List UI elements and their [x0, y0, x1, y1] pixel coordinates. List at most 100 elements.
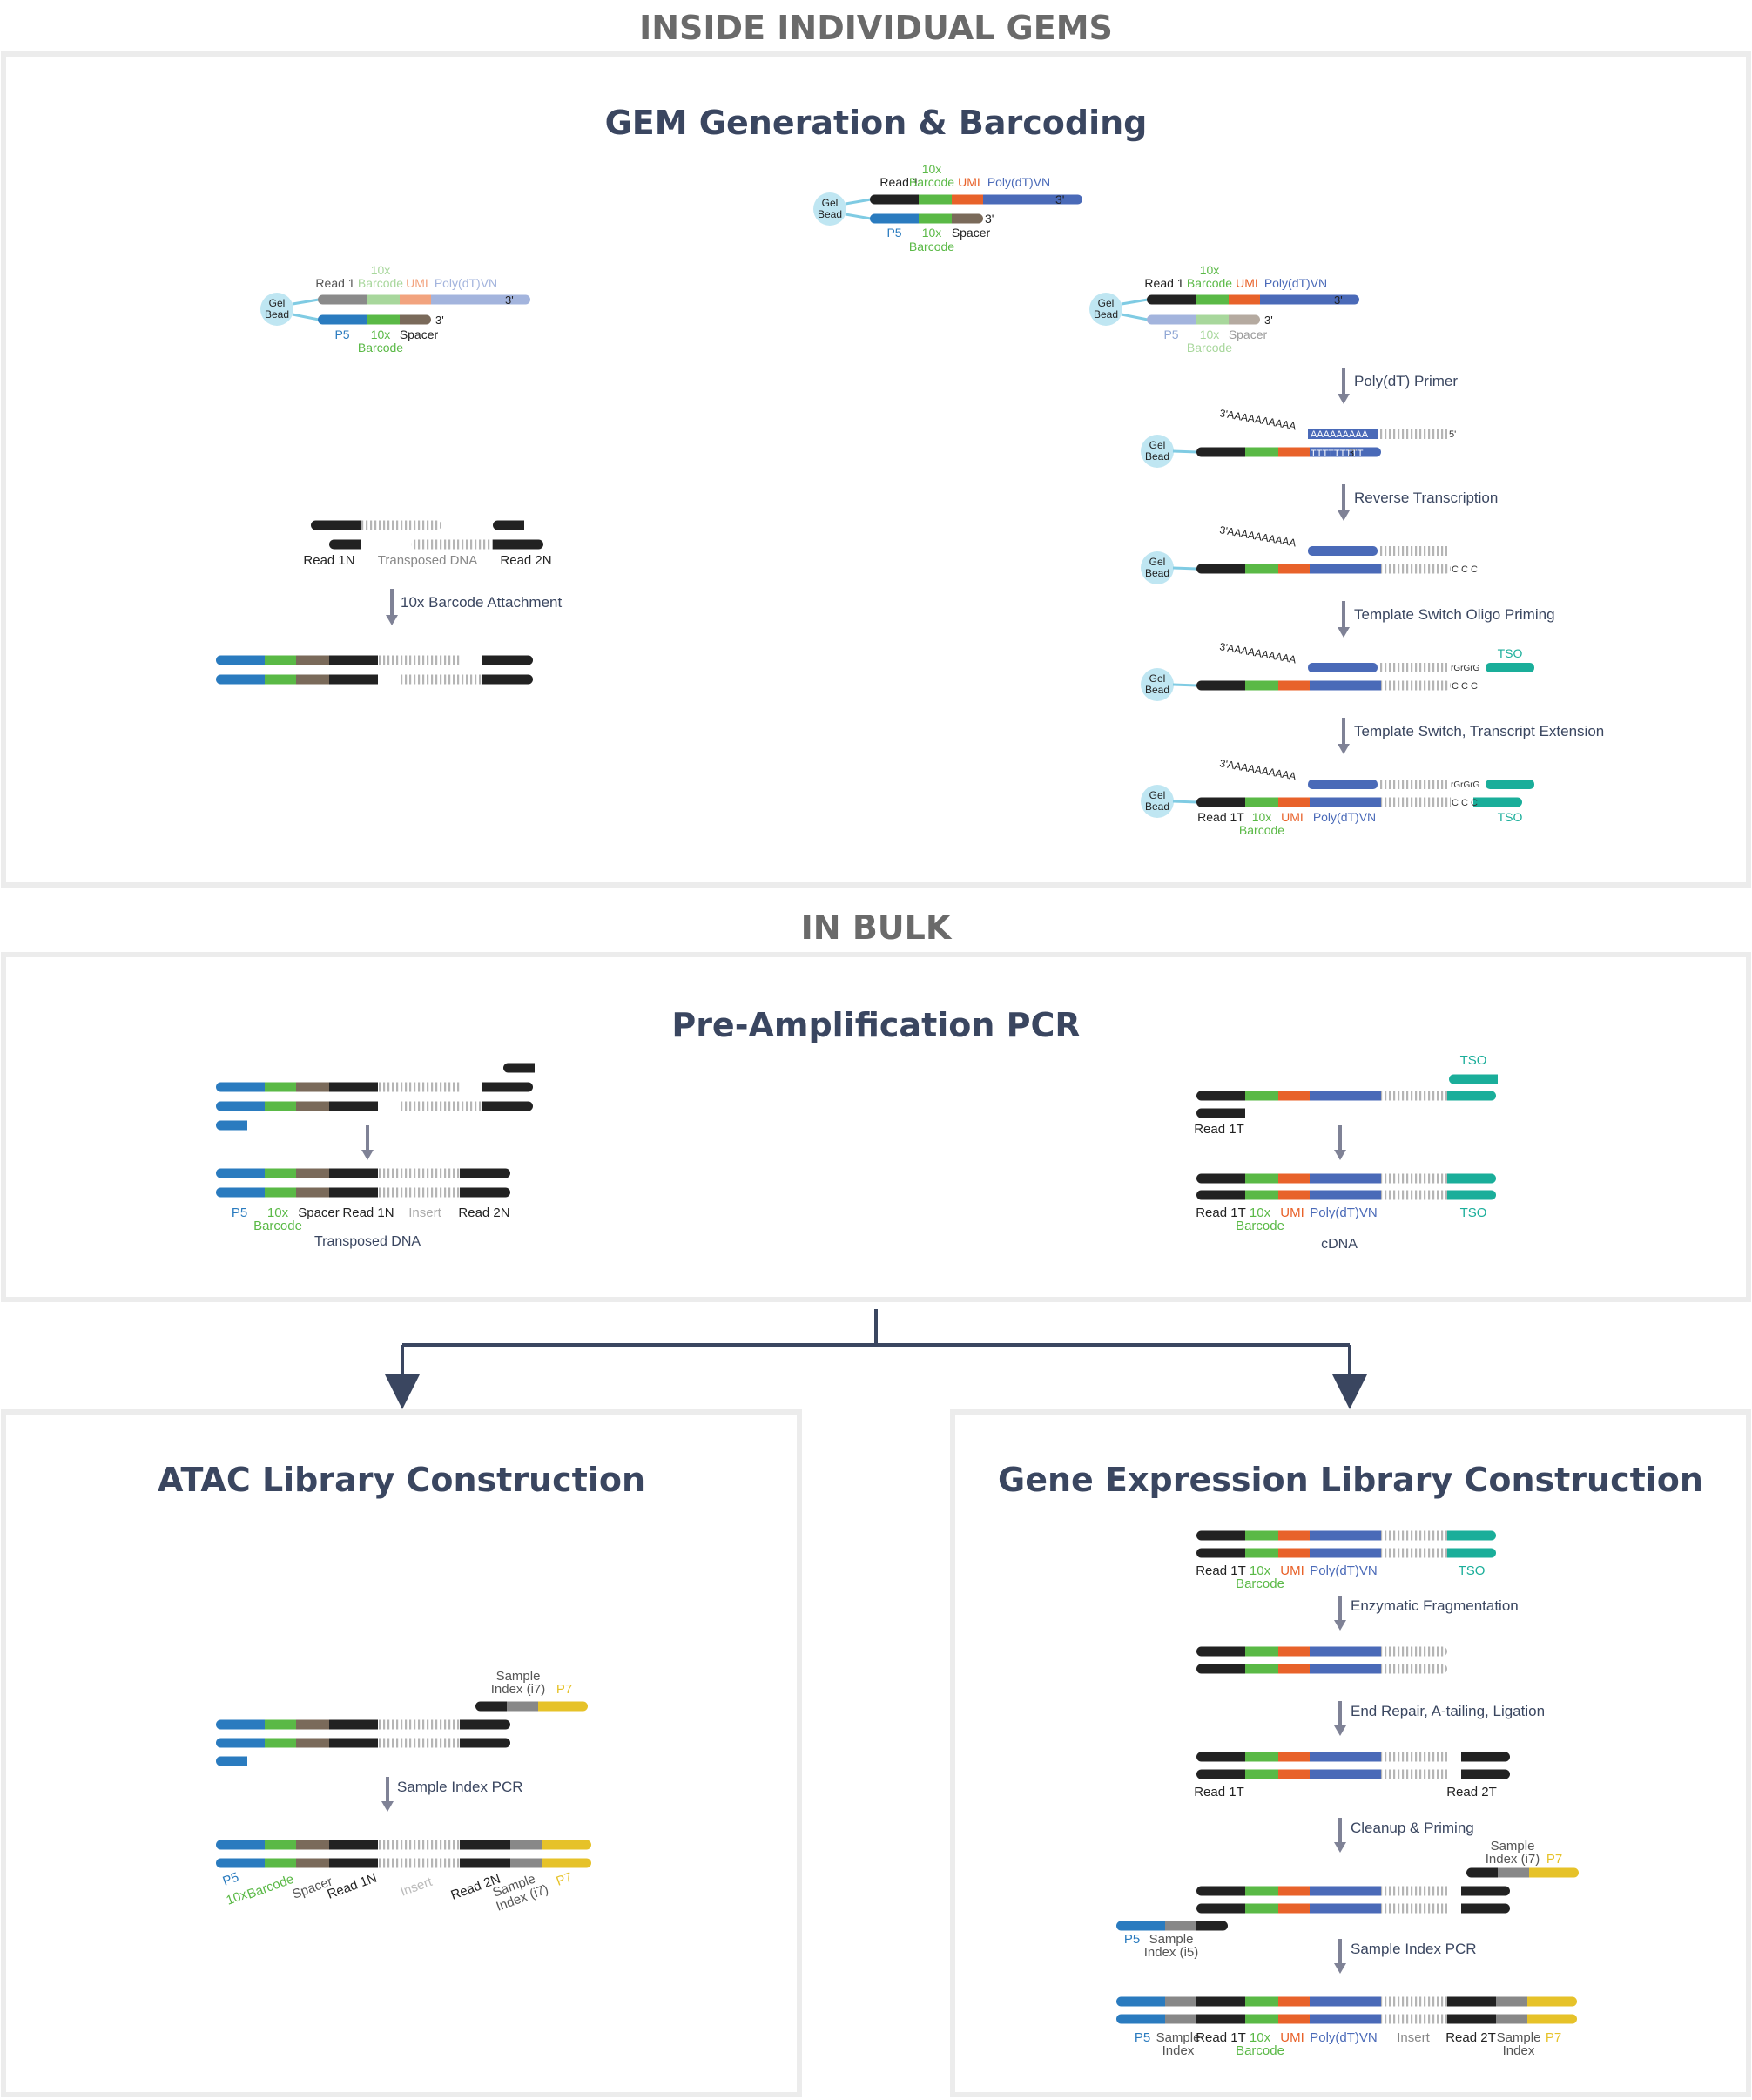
branch-connector [385, 1309, 1367, 1409]
segment-barcode [1245, 1530, 1278, 1541]
label: UMI [1280, 1563, 1304, 1578]
barcoded-fragment [216, 1101, 533, 1111]
segment-read [1201, 1903, 1245, 1914]
label: Index (i7) [491, 1682, 546, 1697]
label: TSO [1460, 1205, 1487, 1220]
segment-hatch [1381, 1664, 1443, 1674]
segment-polydt [1310, 447, 1377, 457]
label: Read 1T [1197, 810, 1244, 824]
segment-hatch [378, 1840, 460, 1850]
segment-read [1201, 1190, 1245, 1200]
atac-library [216, 1858, 591, 1868]
segment-polydt [1310, 1769, 1381, 1779]
seq-label: rGrGrG [1451, 664, 1480, 673]
segment-barcode [1245, 447, 1278, 457]
step-label: Sample Index PCR [397, 1779, 523, 1795]
segment-index [1165, 1921, 1196, 1931]
label: UMI [1280, 1205, 1304, 1220]
label: P7 [1546, 1852, 1562, 1867]
segment-hatch [1381, 1996, 1447, 2007]
label: Transposed DNA [378, 553, 478, 568]
segment-read [460, 1858, 510, 1868]
segment-umi [1229, 294, 1260, 305]
title-gex: Gene Expression Library Construction [998, 1461, 1703, 1499]
segment-spacer [952, 213, 979, 224]
tso-oligo [1486, 780, 1534, 789]
segment-read [1201, 1091, 1245, 1101]
adapter-ligated-cdna [1196, 1752, 1510, 1762]
label: Poly(dT)VN [1310, 1205, 1378, 1220]
label: TSO [1460, 1053, 1487, 1068]
segment-hatch [378, 1719, 460, 1730]
segment-barcode [265, 1168, 296, 1178]
atac-library [216, 1840, 591, 1850]
arrow-head-icon [1334, 1842, 1346, 1853]
mrna-strand [1378, 663, 1447, 672]
segment-read [1461, 1752, 1506, 1762]
segment-read [1201, 1769, 1245, 1779]
tether [1121, 298, 1149, 306]
label: Barcode [1236, 2043, 1284, 2058]
segment-read [460, 1719, 506, 1730]
primer [503, 1063, 535, 1073]
segment-umi [1278, 1173, 1310, 1184]
segment-read [1151, 294, 1196, 305]
label: 3' [985, 212, 994, 226]
transposed-fragment [329, 539, 361, 550]
segment-hatch [1381, 680, 1446, 691]
full-length-cdna [1196, 797, 1522, 807]
segment-umi [1278, 1903, 1310, 1914]
segment-barcode [367, 314, 400, 325]
segment-umi [1278, 797, 1310, 807]
segment-read [1201, 797, 1245, 807]
segment-tso [1447, 1190, 1492, 1200]
label: UMI [958, 175, 980, 189]
first-strand-cdna [1196, 680, 1451, 691]
seq-label: AAAAAAAAA [1311, 429, 1369, 440]
header-in-bulk: IN BULK [801, 908, 953, 947]
sample-index-primer [1466, 1867, 1579, 1878]
seq-label: C C C [1452, 798, 1478, 808]
segment-read [1461, 1769, 1506, 1779]
segment-hatch [361, 520, 437, 530]
label: Read 1 [879, 175, 919, 189]
gel-bead-label: Gel [1149, 672, 1166, 685]
segment-read [1201, 564, 1245, 574]
segment-read [1196, 1996, 1245, 2007]
segment-p5 [220, 1756, 247, 1766]
segment-polydt [1310, 1996, 1381, 2007]
mrna-polya [1308, 546, 1378, 556]
gel-bead-icon [1141, 551, 1174, 584]
segment-umi [1278, 1548, 1310, 1558]
segment-p5 [322, 314, 367, 325]
title-gem-generation: GEM Generation & Barcoding [605, 104, 1148, 142]
panel-preamp [1, 952, 1751, 1302]
segment-barcode [1245, 1664, 1278, 1674]
segment-umi [1278, 1769, 1310, 1779]
segment-p7 [1527, 1996, 1573, 2007]
segment-barcode [1245, 1903, 1278, 1914]
segment-tso [1447, 1530, 1492, 1541]
segment-polydt [1310, 1903, 1381, 1914]
label: TSO [1459, 1563, 1486, 1578]
segment-p5 [874, 213, 919, 224]
segment-p7 [1527, 2014, 1573, 2024]
segment-polydt [1260, 294, 1355, 305]
segment-hatch [415, 539, 493, 550]
label: Spacer [400, 327, 439, 341]
segment-read [1201, 1886, 1245, 1896]
segment-barcode [1245, 564, 1278, 574]
segment-read [329, 1840, 378, 1850]
tso-primer [1449, 1074, 1498, 1084]
segment-spacer [296, 1738, 329, 1748]
gel-bead-label: Gel [1149, 439, 1166, 451]
segment-read [315, 520, 361, 530]
segment-hatch [378, 1168, 460, 1178]
label: P5 [232, 1205, 247, 1220]
segment-umi [1278, 447, 1310, 457]
segment-barcode [1245, 797, 1278, 807]
segment-read [1201, 447, 1245, 457]
segment-umi [1278, 1190, 1310, 1200]
label: Insert [1397, 2030, 1430, 2045]
